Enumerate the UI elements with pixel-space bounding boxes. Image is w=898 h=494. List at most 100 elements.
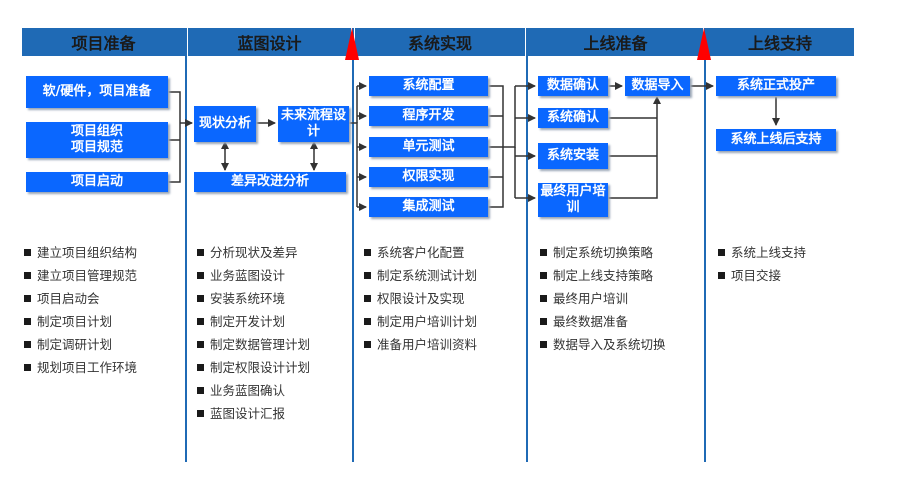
- task-list-item: 制定权限设计计划: [197, 360, 310, 383]
- arrow-line: [608, 96, 661, 199]
- task-list-item: 制定用户培训计划: [364, 314, 477, 337]
- task-list-item: 制定上线支持策略: [540, 268, 666, 291]
- phase-divider: [352, 28, 354, 462]
- task-list-item: 系统客户化配置: [364, 245, 477, 268]
- box-hardware-software-prep: 软/硬件，项目准备: [26, 76, 168, 108]
- bullet-square-icon: [364, 249, 371, 256]
- bullet-square-icon: [540, 272, 547, 279]
- task-text: 最终数据准备: [553, 314, 629, 329]
- bullet-square-icon: [364, 318, 371, 325]
- task-list-item: 制定数据管理计划: [197, 337, 310, 360]
- bracket-line: [168, 91, 181, 183]
- bullet-square-icon: [540, 249, 547, 256]
- task-list-item: 分析现状及差异: [197, 245, 310, 268]
- box-enduser-training: 最终用户培 训: [538, 183, 608, 217]
- task-list-item: 准备用户培训资料: [364, 337, 477, 360]
- task-list-item: 建立项目管理规范: [24, 268, 137, 291]
- bullet-square-icon: [24, 364, 31, 371]
- task-text: 准备用户培训资料: [377, 337, 478, 352]
- milestone-marker: [697, 28, 711, 60]
- bracket-line: [349, 122, 358, 207]
- phase-divider: [526, 28, 528, 462]
- task-text: 最终用户培训: [553, 291, 629, 306]
- task-list-item: 系统上线支持: [718, 245, 806, 268]
- task-text: 项目交接: [731, 268, 782, 283]
- task-list-implementation: 系统客户化配置制定系统测试计划权限设计及实现制定用户培训计划准备用户培训资料: [364, 245, 477, 360]
- bullet-square-icon: [197, 341, 204, 348]
- task-list-item: 制定系统测试计划: [364, 268, 477, 291]
- bullet-square-icon: [197, 318, 204, 325]
- task-text: 项目启动会: [37, 291, 100, 306]
- phase-header-implementation: 系统实现: [355, 28, 525, 56]
- box-gap-analysis: 差异改进分析: [194, 172, 346, 192]
- task-text: 制定上线支持策略: [553, 268, 654, 283]
- box-integration-test: 集成测试: [369, 197, 488, 217]
- bullet-square-icon: [24, 249, 31, 256]
- bullet-square-icon: [24, 341, 31, 348]
- phase-header-blueprint: 蓝图设计: [188, 28, 351, 56]
- task-list-prep: 建立项目组织结构建立项目管理规范项目启动会制定项目计划制定调研计划规划项目工作环…: [24, 245, 137, 383]
- task-list-item: 制定调研计划: [24, 337, 137, 360]
- task-text: 制定开发计划: [210, 314, 286, 329]
- bullet-square-icon: [197, 295, 204, 302]
- bullet-square-icon: [364, 272, 371, 279]
- task-list-item: 业务蓝图确认: [197, 383, 310, 406]
- task-list-item: 安装系统环境: [197, 291, 310, 314]
- phase-header-support: 上线支持: [706, 28, 854, 56]
- task-list-item: 最终数据准备: [540, 314, 666, 337]
- task-list-item: 项目交接: [718, 268, 806, 291]
- box-data-import: 数据导入: [625, 76, 690, 96]
- box-data-confirm: 数据确认: [538, 76, 608, 96]
- bullet-square-icon: [718, 272, 725, 279]
- task-text: 制定用户培训计划: [377, 314, 478, 329]
- task-text: 制定项目计划: [37, 314, 113, 329]
- bullet-square-icon: [718, 249, 725, 256]
- box-post-golive-support: 系统上线后支持: [716, 129, 836, 151]
- box-project-kickoff: 项目启动: [26, 172, 168, 192]
- task-text: 分析现状及差异: [210, 245, 298, 260]
- task-list-item: 业务蓝图设计: [197, 268, 310, 291]
- task-list-item: 最终用户培训: [540, 291, 666, 314]
- box-system-golive: 系统正式投产: [716, 76, 836, 96]
- milestone-marker: [345, 28, 359, 60]
- box-system-install: 系统安装: [538, 143, 608, 169]
- bullet-square-icon: [24, 272, 31, 279]
- task-text: 系统上线支持: [731, 245, 807, 260]
- task-list-item: 权限设计及实现: [364, 291, 477, 314]
- task-list-item: 数据导入及系统切换: [540, 337, 666, 360]
- box-current-analysis: 现状分析: [194, 106, 256, 142]
- bullet-square-icon: [197, 249, 204, 256]
- task-list-item: 项目启动会: [24, 291, 137, 314]
- task-list-item: 制定系统切换策略: [540, 245, 666, 268]
- task-text: 制定权限设计计划: [210, 360, 311, 375]
- task-text: 建立项目管理规范: [37, 268, 138, 283]
- task-text: 业务蓝图设计: [210, 268, 286, 283]
- bullet-square-icon: [197, 364, 204, 371]
- box-auth-impl: 权限实现: [369, 167, 488, 187]
- task-text: 数据导入及系统切换: [553, 337, 666, 352]
- task-text: 系统客户化配置: [377, 245, 465, 260]
- task-text: 安装系统环境: [210, 291, 286, 306]
- task-list-item: 蓝图设计汇报: [197, 406, 310, 429]
- task-text: 制定系统切换策略: [553, 245, 654, 260]
- task-text: 权限设计及实现: [377, 291, 465, 306]
- task-list-support: 系统上线支持项目交接: [718, 245, 806, 291]
- task-text: 蓝图设计汇报: [210, 406, 286, 421]
- task-list-item: 制定开发计划: [197, 314, 310, 337]
- box-future-process: 未来流程设 计: [278, 106, 349, 142]
- bullet-square-icon: [197, 410, 204, 417]
- bullet-square-icon: [540, 318, 547, 325]
- bullet-square-icon: [364, 295, 371, 302]
- task-text: 建立项目组织结构: [37, 245, 138, 260]
- task-text: 制定系统测试计划: [377, 268, 478, 283]
- box-project-org: 项目组织 项目规范: [26, 122, 168, 158]
- bullet-square-icon: [24, 295, 31, 302]
- task-list-item: 建立项目组织结构: [24, 245, 137, 268]
- task-list-item: 制定项目计划: [24, 314, 137, 337]
- phase-divider: [185, 28, 187, 462]
- bullet-square-icon: [364, 341, 371, 348]
- box-program-dev: 程序开发: [369, 106, 488, 126]
- task-list-blueprint: 分析现状及差异业务蓝图设计安装系统环境制定开发计划制定数据管理计划制定权限设计计…: [197, 245, 310, 429]
- bullet-square-icon: [540, 295, 547, 302]
